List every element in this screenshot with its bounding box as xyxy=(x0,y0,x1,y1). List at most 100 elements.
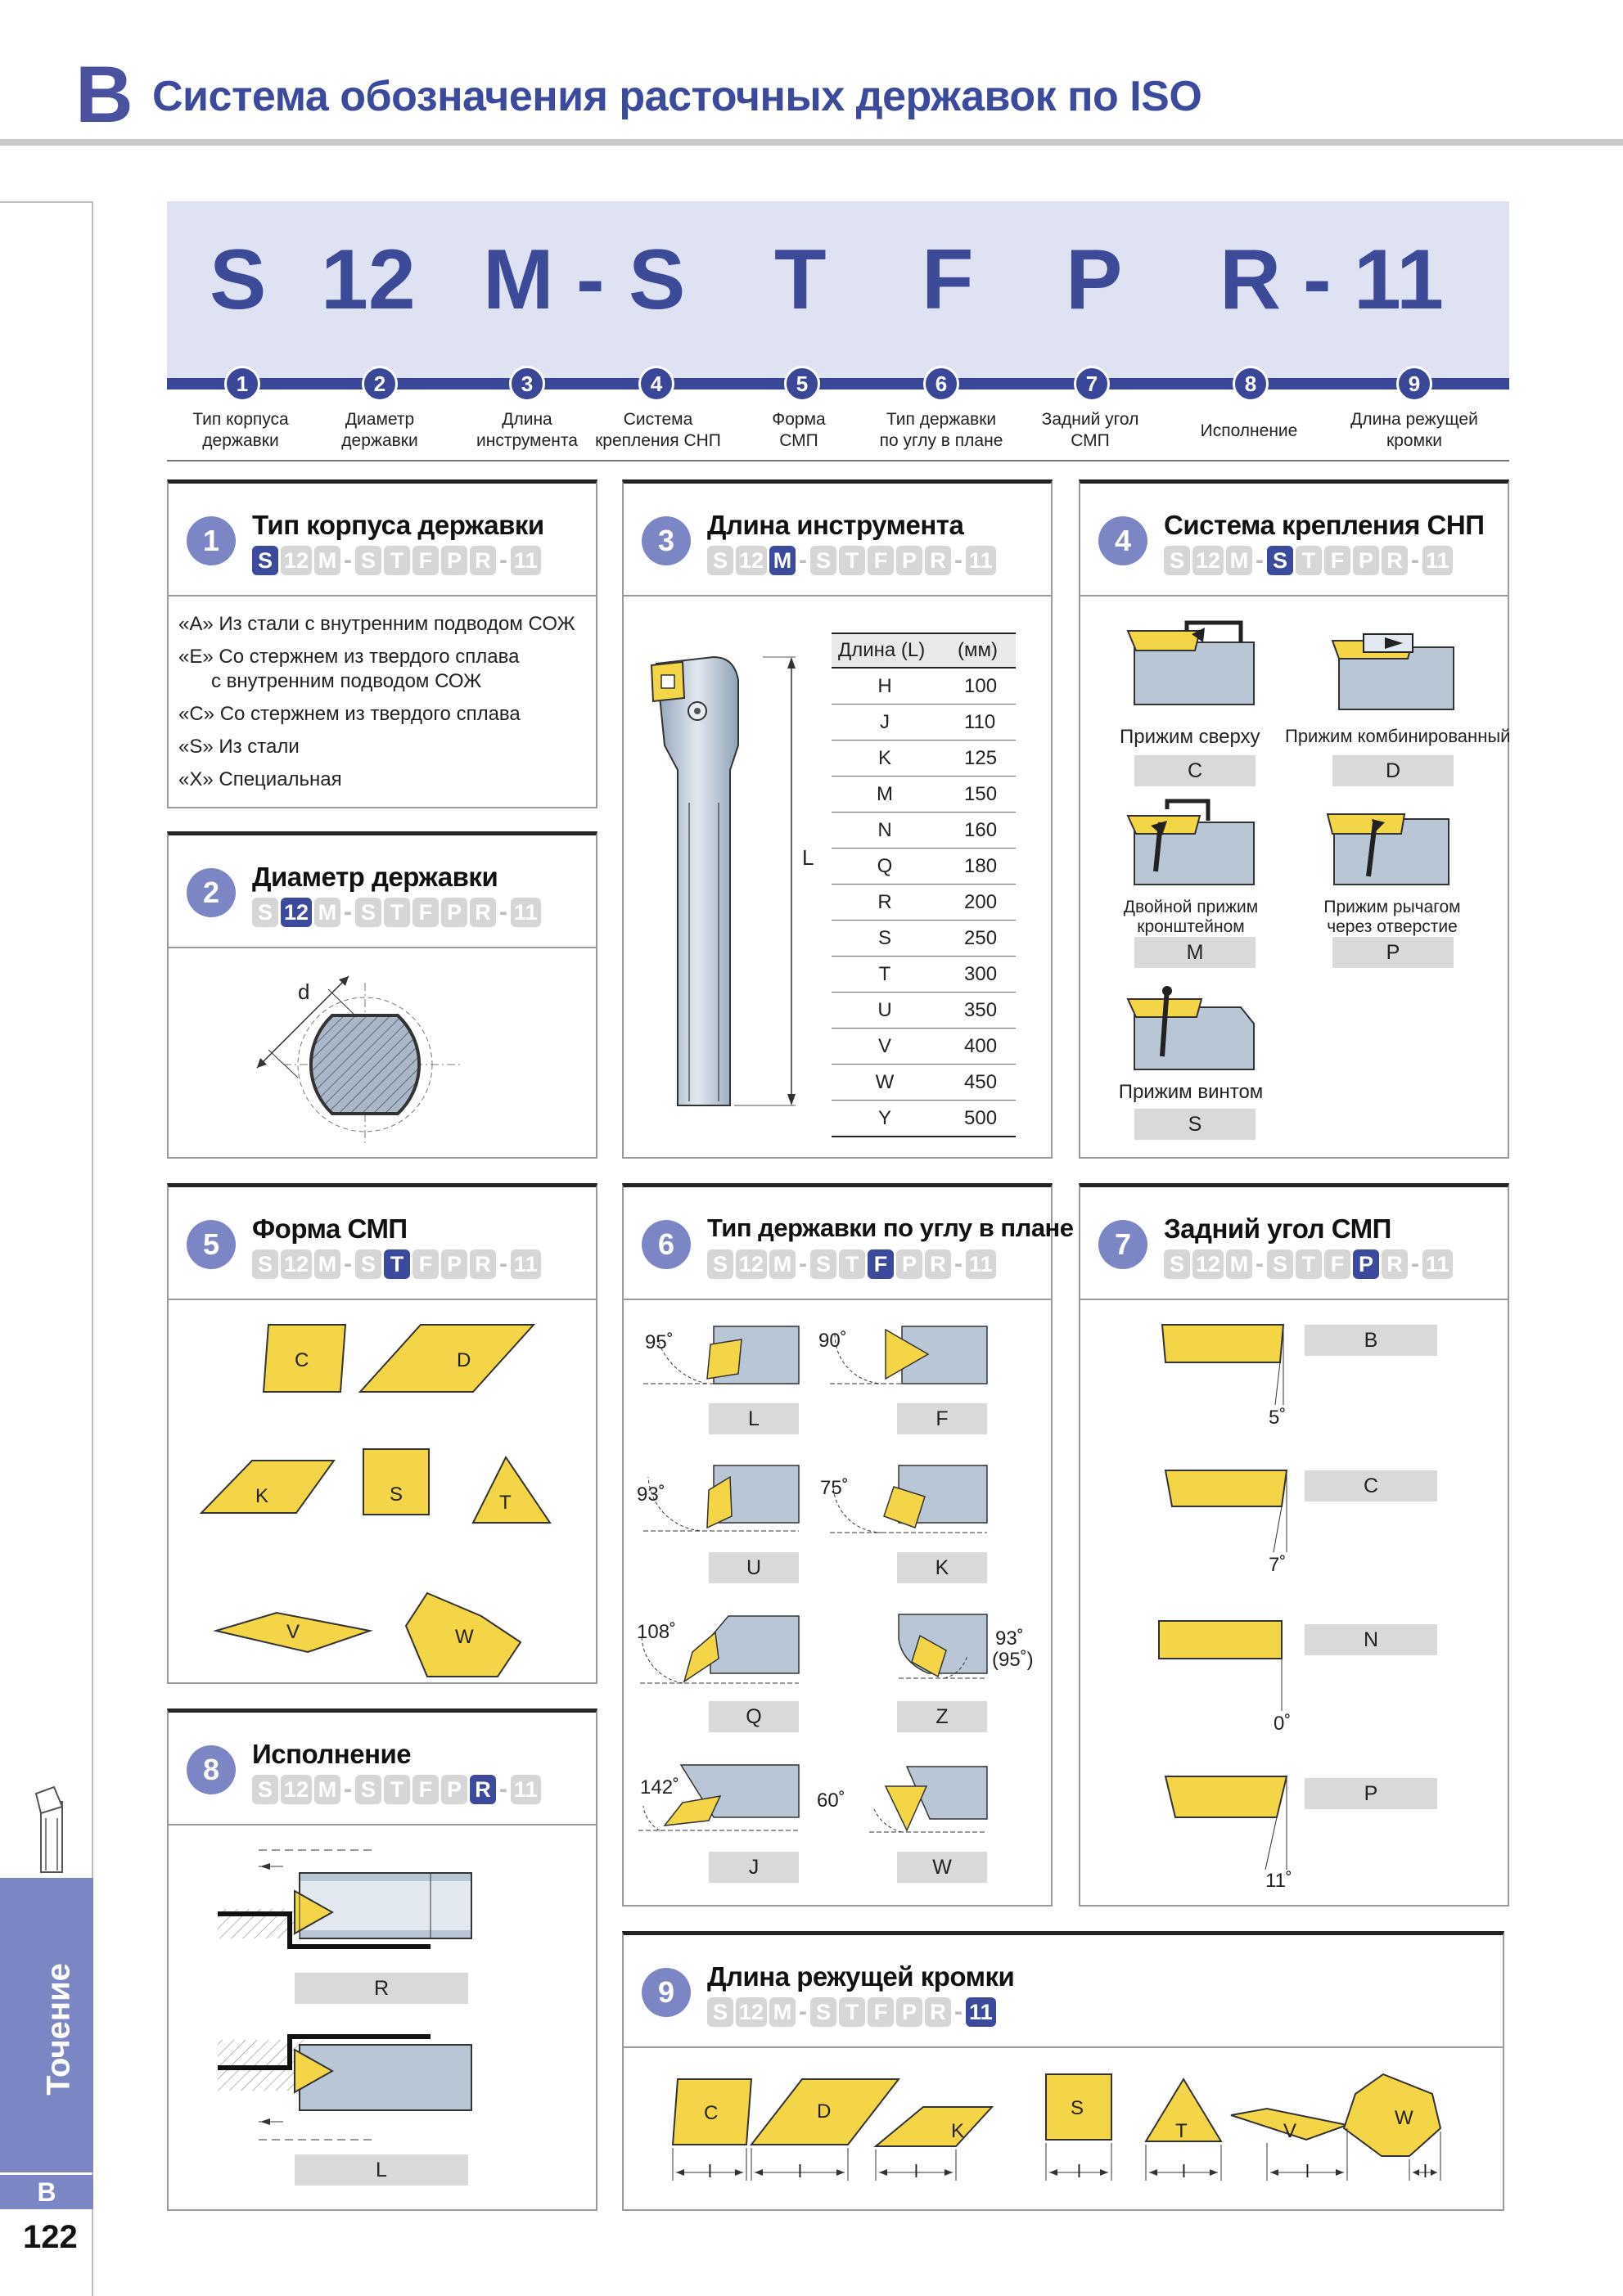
boring-bar-icon xyxy=(34,1785,64,1873)
shape-w-label: W xyxy=(455,1626,474,1648)
code-box: M xyxy=(1226,1249,1253,1279)
angle-k-value: 75˚ xyxy=(820,1477,849,1499)
code-position-row: S 12 M - S T F P R - 11 xyxy=(707,1249,999,1279)
left-margin-frame xyxy=(0,201,93,2296)
code-box: 11 xyxy=(966,1997,996,2027)
code-position-row: S 12 M - S T F P R - 11 xyxy=(252,1249,543,1279)
code-box: 12 xyxy=(281,1249,313,1279)
approach-angle-diagrams xyxy=(638,1326,988,1833)
section-title: Тип корпуса державки xyxy=(252,510,544,540)
code-box: 11 xyxy=(1422,1249,1453,1279)
angle-z-alt-value: (95˚) xyxy=(992,1649,1034,1671)
position-label-5: Форма СМП xyxy=(772,410,826,451)
code-box: S xyxy=(1267,546,1294,575)
shape-v-label: V xyxy=(286,1621,300,1643)
code-dash: - xyxy=(799,1998,808,2025)
section-title: Форма СМП xyxy=(252,1213,408,1244)
clearance-angle-p: 11˚ xyxy=(1265,1870,1292,1892)
code-dash: - xyxy=(344,1776,353,1803)
code-box: 11 xyxy=(511,546,541,575)
banner-code-11: 11 xyxy=(1354,232,1444,327)
section-clamping-system: 4 Система крепления СНП S 12 M - S T F P… xyxy=(1079,479,1510,1159)
code-dash: - xyxy=(954,1998,963,2025)
edge-shape-w-label: W xyxy=(1395,2107,1413,2129)
angle-j-value: 142˚ xyxy=(640,1776,680,1799)
shape-c-label: C xyxy=(295,1349,309,1371)
code-box: F xyxy=(868,1249,895,1279)
code-box: M xyxy=(314,1249,341,1279)
table-header-code: Длина (L) xyxy=(832,633,938,669)
body-type-x: «X» Специальная xyxy=(178,768,342,790)
section-title: Длина режущей кромки xyxy=(707,1961,1015,1992)
edge-length-diagrams xyxy=(671,2073,1442,2181)
position-label-6: Тип державки по углу в плане xyxy=(879,410,1003,451)
banner-code-dash1: - xyxy=(576,232,605,327)
code-box: S xyxy=(355,1249,382,1279)
clearance-angle-diagrams xyxy=(1158,1324,1288,1871)
code-dash: - xyxy=(1256,1250,1265,1277)
body-type-e: «E» Со стержнем из твердого сплава xyxy=(178,646,520,668)
code-box: F xyxy=(868,1997,895,2027)
edge-length-label: l xyxy=(708,2161,712,2181)
edge-length-label: l xyxy=(1305,2161,1310,2181)
section-body-type: 1 Тип корпуса державки S 12 M - S T F P … xyxy=(167,479,597,808)
code-box: F xyxy=(868,546,895,575)
section-number: 9 xyxy=(642,1968,691,2017)
clamp-s-code: S xyxy=(1134,1109,1256,1140)
code-box: R xyxy=(925,1249,952,1279)
page-title: Система обозначения расточных державок п… xyxy=(152,73,1202,120)
code-box: T xyxy=(384,898,411,927)
angle-z-value: 93˚ xyxy=(995,1627,1024,1650)
banner-code-t: T xyxy=(774,232,827,327)
position-label-8: Исполнение xyxy=(1200,421,1298,440)
code-box: S xyxy=(252,546,278,575)
banner-code-f: F xyxy=(922,232,974,327)
code-box: S xyxy=(810,546,837,575)
code-position-row: S 12 M - S T F P R - 11 xyxy=(252,898,543,927)
section-letter: B xyxy=(75,49,133,139)
code-box: 11 xyxy=(966,1249,996,1279)
code-dash: - xyxy=(499,1250,508,1277)
clamp-m-code: M xyxy=(1134,937,1256,968)
shape-k-label: K xyxy=(255,1485,269,1507)
position-marker-9: 9 xyxy=(1396,366,1432,402)
code-box: P xyxy=(896,1249,923,1279)
code-box: T xyxy=(839,1249,866,1279)
shape-d-label: D xyxy=(457,1349,471,1371)
designation-banner xyxy=(167,201,1509,383)
code-position-row: S 12 M - S T F P R - 11 xyxy=(707,1997,999,2027)
clearance-code-n: N xyxy=(1305,1624,1437,1655)
banner-code-s1: S xyxy=(210,232,267,327)
hand-diagrams xyxy=(218,1849,472,2141)
shape-c xyxy=(262,1324,347,1393)
edge-length-label: l xyxy=(1077,2161,1081,2181)
section-number: 3 xyxy=(642,516,691,565)
chapter-tab[interactable] xyxy=(0,1878,93,2172)
chapter-tab-label: Точение xyxy=(40,1963,77,2096)
banner-code-12: 12 xyxy=(321,232,416,327)
body-type-a: «A» Из стали с внутренним подводом СОЖ xyxy=(178,613,575,635)
angle-f-value: 90˚ xyxy=(818,1330,847,1352)
code-box: R xyxy=(470,1249,497,1279)
code-dash: - xyxy=(344,547,353,574)
section-header: 6 Тип державки по углу в плане S 12 M - … xyxy=(624,1187,1074,1300)
banner-code-s2: S xyxy=(629,232,686,327)
header-divider xyxy=(0,139,1623,146)
code-box: S xyxy=(252,898,278,927)
code-box: 11 xyxy=(1422,546,1453,575)
code-box: P xyxy=(441,898,468,927)
boring-bar-diagram xyxy=(650,655,796,1106)
clearance-angle-c: 7˚ xyxy=(1269,1554,1287,1576)
code-box: P xyxy=(441,1249,468,1279)
section-number: 6 xyxy=(642,1220,691,1269)
section-header: 9 Длина режущей кромки S 12 M - S T F P … xyxy=(624,1935,1503,2048)
position-marker-3: 3 xyxy=(509,366,545,402)
edge-length-label: l xyxy=(798,2161,802,2181)
clamp-p-code: P xyxy=(1332,937,1454,968)
section-number: 8 xyxy=(187,1745,236,1794)
